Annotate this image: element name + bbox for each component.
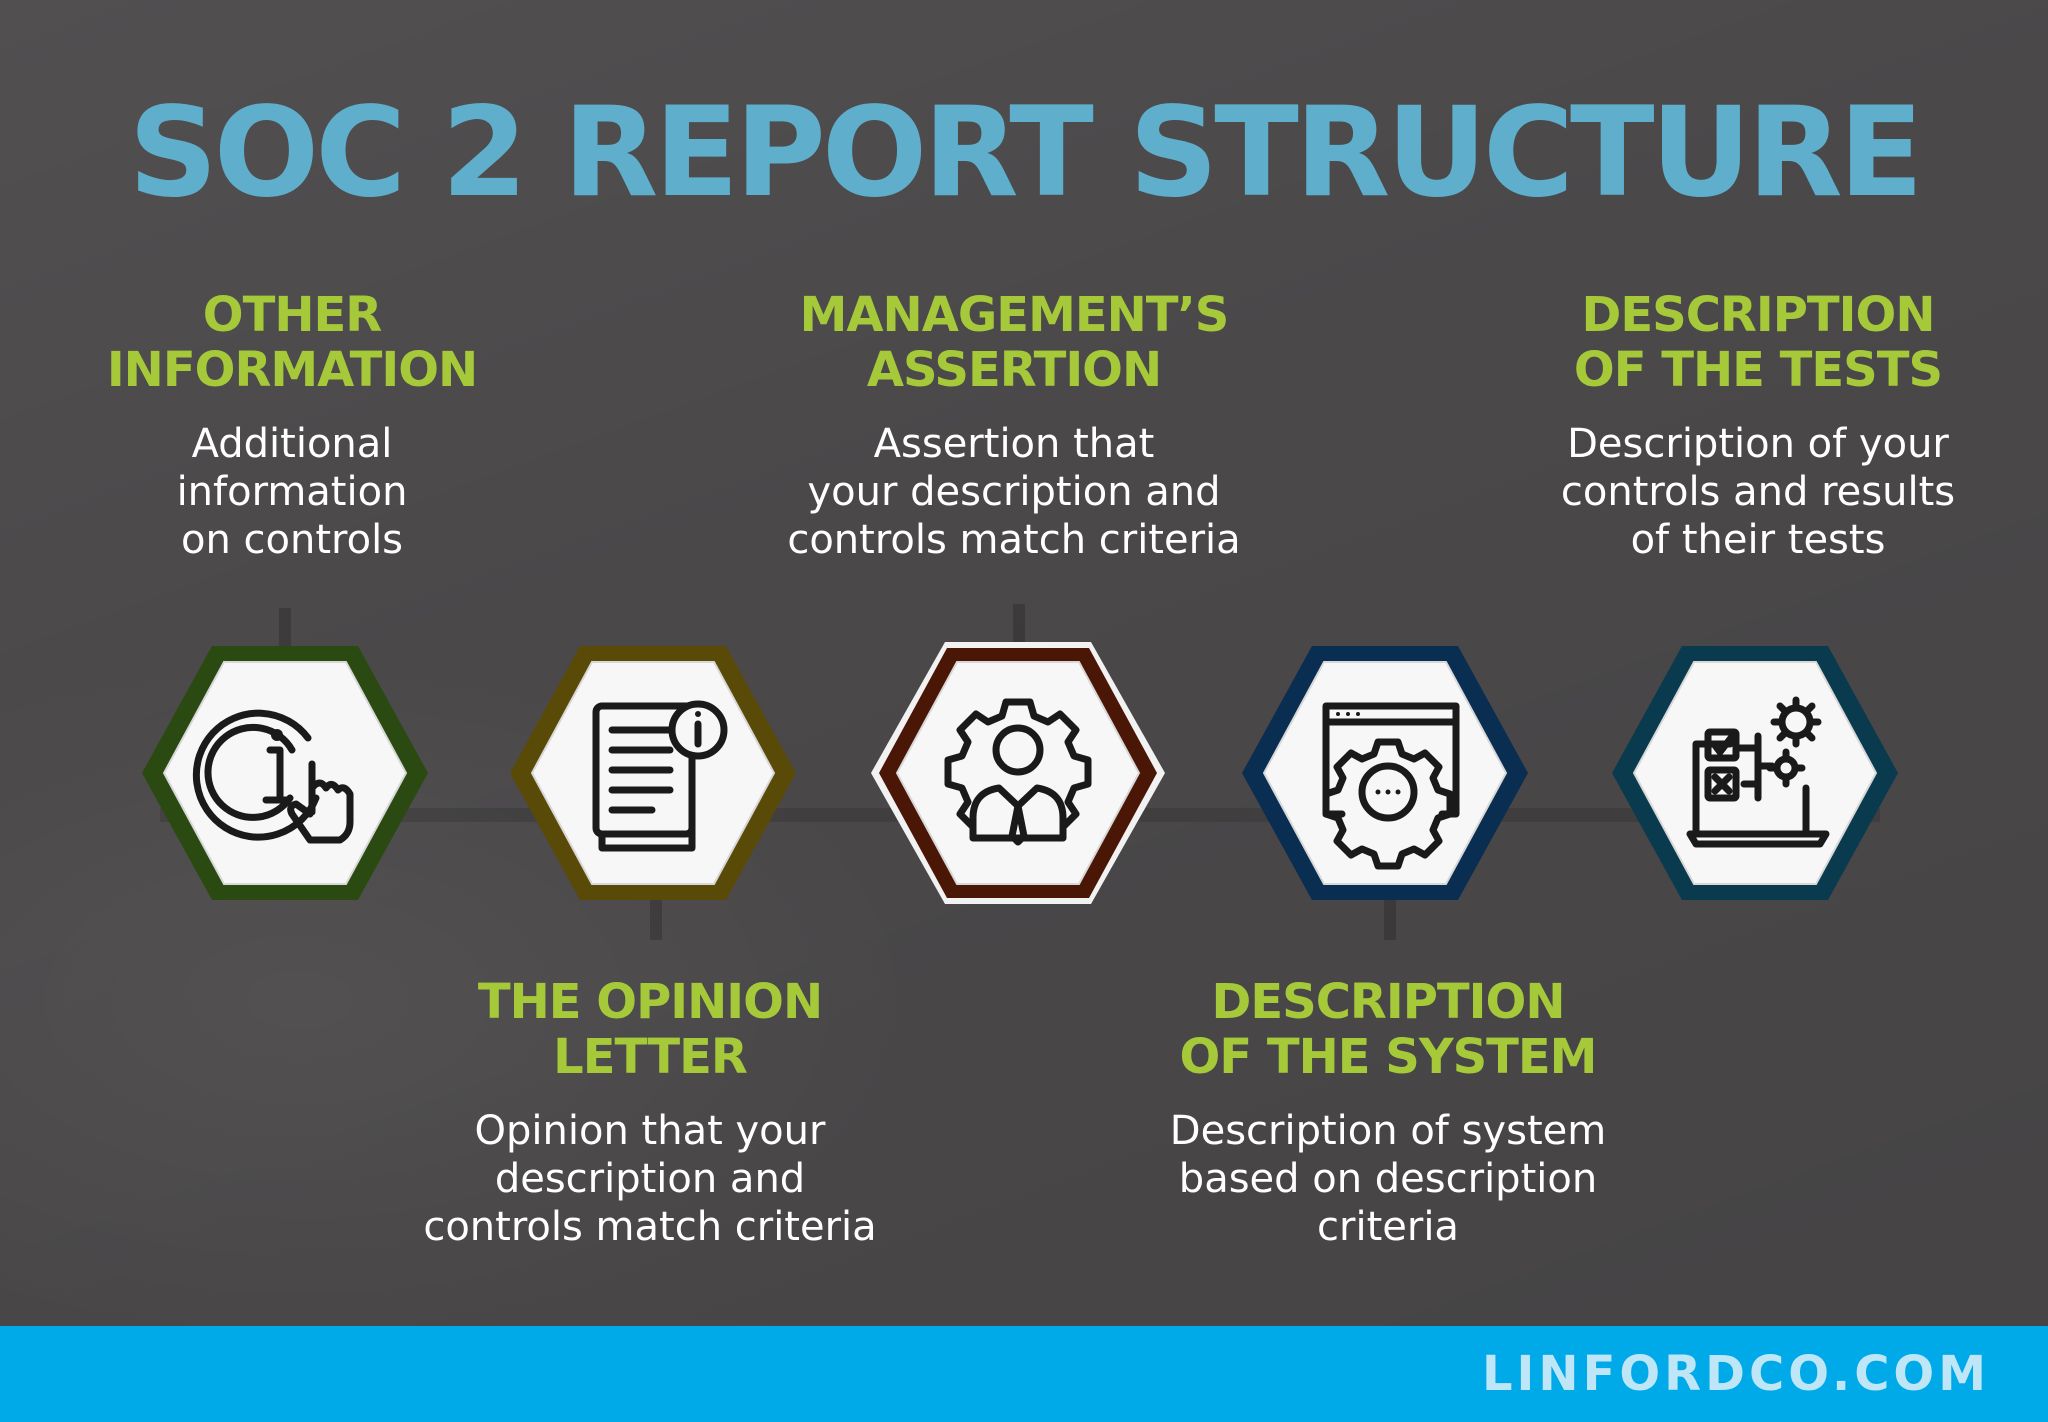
connector-post <box>1384 900 1396 940</box>
page-title: SOC 2 REPORT STRUCTURE <box>128 81 1923 225</box>
section-heading: THE OPINION LETTER <box>477 974 823 1085</box>
connector-post <box>279 608 291 648</box>
section-description: Description of system based on descripti… <box>1169 1108 1607 1250</box>
section-description: Assertion that your description and cont… <box>787 421 1241 563</box>
section-managements-assertion: MANAGEMENT’S ASSERTION Assertion that yo… <box>754 288 1274 564</box>
info-touch-icon <box>192 709 354 844</box>
section-description-of-system: DESCRIPTION OF THE SYSTEM Description of… <box>1128 975 1648 1251</box>
connector-post <box>1013 604 1025 644</box>
section-opinion-letter: THE OPINION LETTER Opinion that your des… <box>390 975 910 1251</box>
hexagon-managements-assertion <box>871 638 1165 908</box>
browser-gear-icon <box>1322 702 1460 870</box>
section-other-information: OTHER INFORMATION Additional information… <box>32 288 552 564</box>
hexagon-description-of-system <box>1240 638 1530 908</box>
section-description: Opinion that your description and contro… <box>423 1108 877 1250</box>
footer-website[interactable]: LINFORDCO.COM <box>1481 1346 1990 1402</box>
section-heading: MANAGEMENT’S ASSERTION <box>799 287 1230 398</box>
hexagon-opinion-letter <box>508 638 798 908</box>
hexagon-description-of-tests <box>1610 638 1900 908</box>
section-description: Description of your controls and results… <box>1560 421 1956 563</box>
manager-gear-icon <box>944 698 1092 846</box>
section-description: Additional information on controls <box>176 421 408 563</box>
section-heading: OTHER INFORMATION <box>106 287 478 398</box>
checklist-laptop-icon <box>1686 696 1830 848</box>
section-description-of-tests: DESCRIPTION OF THE TESTS Description of … <box>1498 288 2018 564</box>
document-info-icon <box>592 700 728 852</box>
section-heading: DESCRIPTION OF THE SYSTEM <box>1179 974 1598 1085</box>
footer-bar: LINFORDCO.COM <box>0 1326 2048 1422</box>
connector-post <box>650 900 662 940</box>
hexagon-other-information <box>140 638 430 908</box>
section-heading: DESCRIPTION OF THE TESTS <box>1573 287 1943 398</box>
